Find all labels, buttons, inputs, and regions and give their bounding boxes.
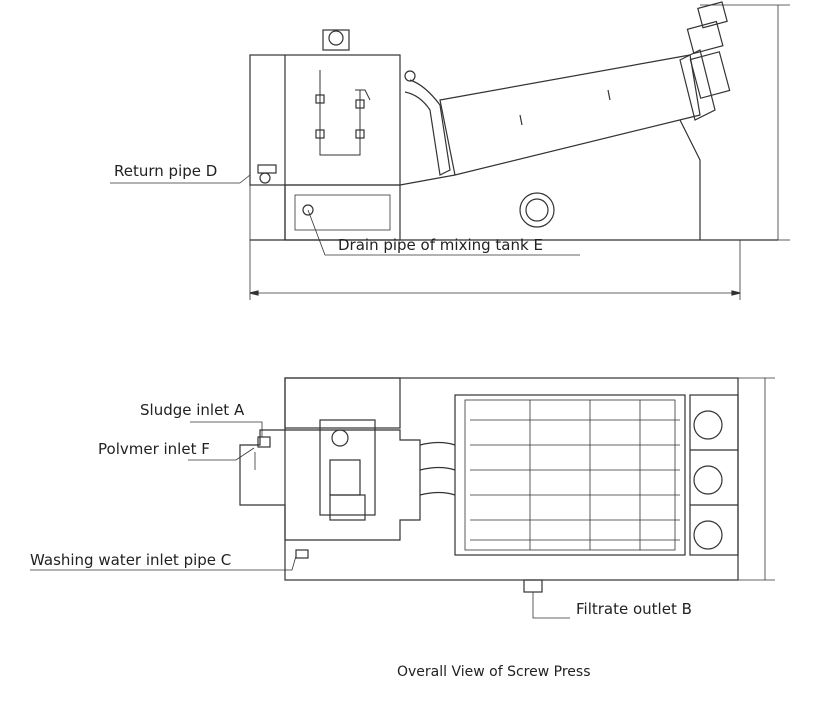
label-sludge-inlet: Sludge inlet A bbox=[140, 401, 245, 419]
label-polymer-inlet: Polvmer inlet F bbox=[98, 440, 210, 458]
side-view bbox=[110, 1, 790, 300]
label-filtrate-outlet: Filtrate outlet B bbox=[576, 600, 692, 618]
label-return-pipe: Return pipe D bbox=[114, 162, 218, 180]
label-drain-pipe: Drain pipe of mixing tank E bbox=[338, 236, 543, 254]
figure-caption: Overall View of Screw Press bbox=[397, 664, 591, 680]
label-washing-water: Washing water inlet pipe C bbox=[30, 551, 232, 569]
top-view bbox=[30, 377, 775, 619]
